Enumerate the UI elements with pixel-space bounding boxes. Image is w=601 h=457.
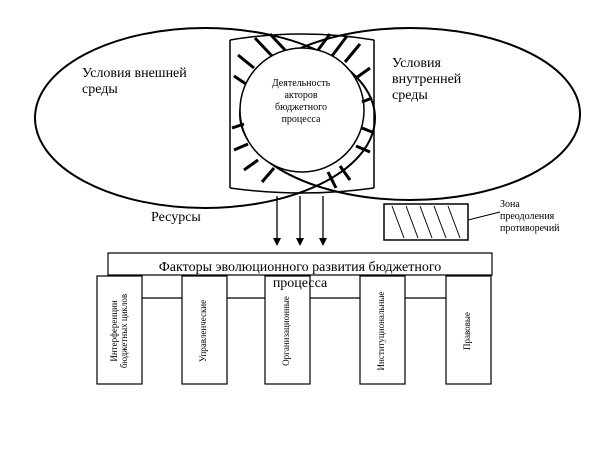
external-environment-label: Условия внешней среды xyxy=(82,66,187,98)
external-environment-ellipse xyxy=(34,27,376,209)
factor-box-organizational xyxy=(264,275,311,385)
factor-box-legal xyxy=(445,275,492,385)
factor-label-institutional: Институциональные xyxy=(376,291,386,371)
activity-circle xyxy=(239,47,365,173)
factors-title: Факторы эволюционного развития бюджетног… xyxy=(158,260,442,291)
factor-label-interference: Интерференции бюджетных циклов xyxy=(109,293,130,369)
activity-label: Деятельность акторов бюджетного процесса xyxy=(271,78,331,125)
contradiction-zone-label: Зона преодоления противоречий xyxy=(500,199,560,234)
resources-label: Ресурсы xyxy=(151,210,201,225)
factor-box-institutional xyxy=(359,275,406,385)
factors-title-box xyxy=(107,252,493,276)
contradiction-zone-box xyxy=(383,203,501,241)
factor-boxes xyxy=(96,275,492,385)
factor-label-organizational: Организационные xyxy=(281,296,291,366)
factor-label-legal: Правовые xyxy=(462,312,472,350)
factor-box-managerial xyxy=(181,275,228,385)
factor-label-managerial: Управленческие xyxy=(198,299,208,363)
internal-environment-label: Условия внутренней среды xyxy=(392,56,462,104)
resource-arrows xyxy=(273,196,327,246)
activity-cylinder xyxy=(229,33,375,194)
activity-hatching xyxy=(231,32,373,189)
factor-box-interference xyxy=(96,275,143,385)
